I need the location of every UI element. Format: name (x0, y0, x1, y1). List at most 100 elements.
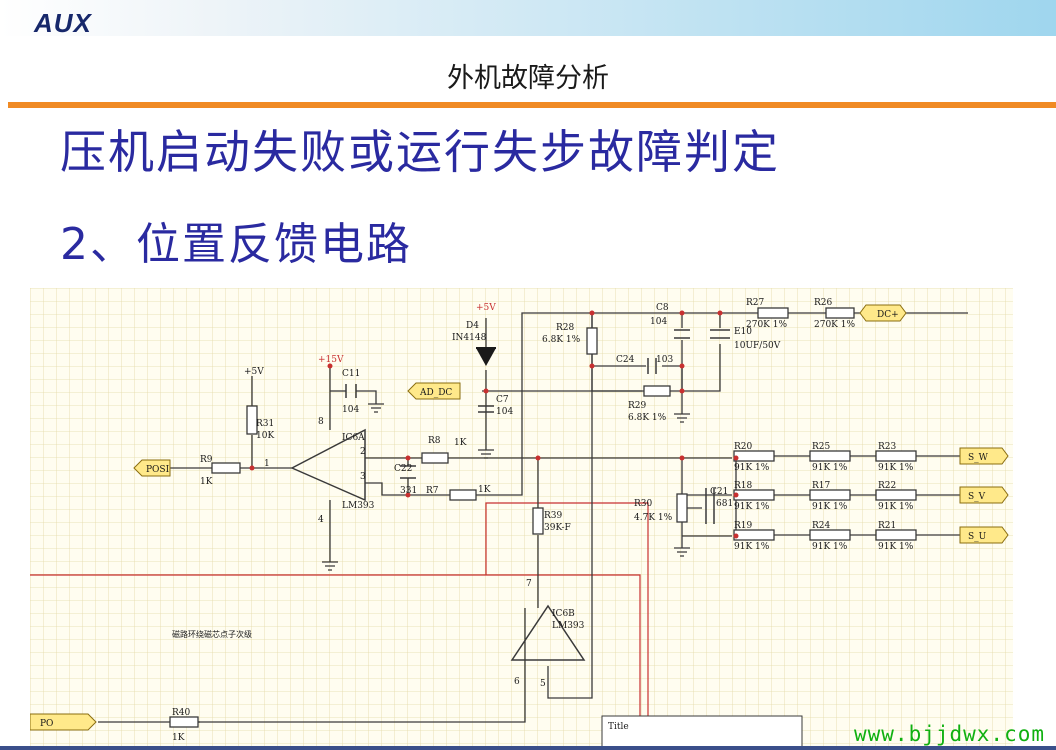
r24-value: 91K 1% (812, 542, 848, 552)
port-posi (133, 459, 171, 477)
r23-value: 91K 1% (878, 463, 914, 473)
ic6a-label: IC6A (342, 433, 365, 443)
c8-label: C8 (656, 303, 669, 313)
schematic-labels: DC+ AD_DC POSI S_W S_V S_U PO +5V +5V +1… (40, 298, 989, 743)
r7-label: R7 (426, 486, 439, 496)
port-ad-dc-label: AD_DC (419, 388, 452, 398)
port-s-u-label: S_U (968, 532, 987, 542)
r25-value: 91K 1% (812, 463, 848, 473)
r27-label: R27 (746, 298, 765, 308)
r7-value: 1K (478, 485, 491, 495)
title-divider (8, 102, 1056, 108)
r30-label: R30 (634, 499, 653, 509)
c8-value: 104 (650, 317, 667, 327)
r8-value: 1K (454, 438, 467, 448)
c22-value: 331 (400, 486, 417, 496)
c21-label: C21 (710, 487, 728, 497)
r27-value: 270K 1% (746, 320, 787, 330)
slide-title: 外机故障分析 (447, 63, 609, 94)
r24-label: R24 (812, 521, 831, 531)
r8-label: R8 (428, 436, 441, 446)
r24-body (809, 529, 851, 541)
r26-label: R26 (814, 298, 833, 308)
c7-value: 104 (496, 407, 513, 417)
e10-label: E10 (734, 327, 752, 337)
c11-value: 104 (342, 405, 359, 415)
r28-label: R28 (556, 323, 575, 333)
port-posi-label: POSI (146, 465, 170, 475)
ic6b-part: LM393 (552, 621, 585, 631)
port-s-w-label: S_W (968, 453, 989, 463)
ic6a-pin-8: 8 (318, 417, 324, 427)
opamp-symbols (290, 428, 586, 661)
r17-body (809, 489, 851, 501)
title-block-label: Title (608, 722, 629, 732)
r25-body (809, 450, 851, 462)
sub-heading: 2、位置反馈电路 (60, 219, 412, 270)
e10-plates (710, 329, 730, 339)
d4-part: IN4148 (452, 333, 487, 343)
r18-label: R18 (734, 481, 753, 491)
capacitors (345, 329, 730, 524)
schematic-note: 磁路环绕磁芯点子次级 (172, 629, 252, 639)
r31-value: 10K (256, 431, 274, 441)
ic6a-symbol (290, 428, 366, 502)
r39-label: R39 (544, 511, 563, 521)
ic6a-part: LM393 (342, 501, 375, 511)
c21-plates (705, 488, 715, 524)
c24-value: 103 (656, 355, 673, 365)
r31-label: R31 (256, 419, 274, 429)
r39-body (532, 507, 544, 535)
port-s-v-label: S_V (968, 492, 986, 502)
ic6b-label: IC6B (552, 609, 575, 619)
port-dc-plus-label: DC+ (877, 310, 899, 320)
port-po-label: PO (40, 719, 53, 729)
ic6b-pin-5: 5 (540, 679, 546, 689)
aux-logo: AUX (34, 8, 92, 38)
r40-value: 1K (172, 733, 185, 743)
r9-value: 1K (200, 477, 213, 487)
position-feedback-schematic: DC+ AD_DC POSI S_W S_V S_U PO +5V +5V +1… (30, 288, 1013, 748)
r22-value: 91K 1% (878, 502, 914, 512)
r26-value: 270K 1% (814, 320, 855, 330)
r23-body (875, 450, 917, 462)
title-block (601, 715, 803, 748)
r21-body (875, 529, 917, 541)
r9-label: R9 (200, 455, 213, 465)
port-po (30, 713, 97, 731)
r20-body (733, 450, 775, 462)
port-flags (30, 304, 1009, 731)
ic6b-pin-7: 7 (526, 579, 532, 589)
circuit-wires (98, 312, 968, 723)
supply-15v: +15V (318, 355, 344, 365)
ic6b-symbol (510, 604, 586, 661)
supply-5v-diode: +5V (476, 303, 496, 313)
r29-value: 6.8K 1% (628, 413, 667, 423)
c11-plates (345, 384, 357, 398)
port-s-u (959, 526, 1009, 544)
r28-value: 6.8K 1% (542, 335, 581, 345)
r22-label: R22 (878, 481, 896, 491)
red-boundary-wires (30, 502, 649, 748)
resistors (169, 307, 917, 728)
r22-body (875, 489, 917, 501)
c7-plates (478, 405, 494, 413)
junction-dots (249, 310, 739, 539)
r27-body (757, 307, 789, 319)
r20-value: 91K 1% (734, 463, 770, 473)
c24-plates (647, 358, 657, 374)
r8-body (421, 452, 449, 464)
watermark: www.bjjdwx.com (854, 722, 1046, 746)
r19-label: R19 (734, 521, 753, 531)
port-s-v (959, 486, 1009, 504)
r28-body (586, 327, 598, 355)
r20-label: R20 (734, 442, 753, 452)
port-ad-dc (407, 382, 461, 400)
e10-value: 10UF/50V (734, 341, 781, 351)
r18-value: 91K 1% (734, 502, 770, 512)
ground-symbols (322, 403, 690, 571)
ic6a-pin-3: 3 (360, 472, 366, 482)
r19-body (733, 529, 775, 541)
ic6a-pin-4: 4 (318, 515, 324, 525)
c21-value: 681 (716, 499, 733, 509)
